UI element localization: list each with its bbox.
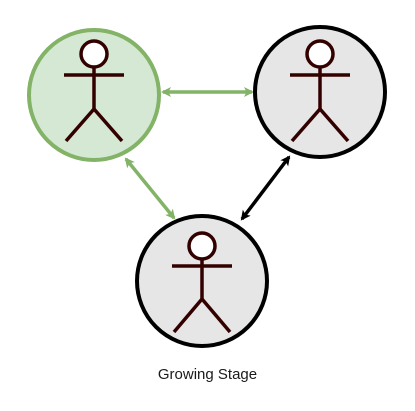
- node-person-bottom: [135, 214, 269, 348]
- diagram-caption: Growing Stage: [157, 366, 258, 383]
- person-icon: [172, 231, 232, 334]
- person-icon: [290, 39, 350, 143]
- arrow-right-bottom: [240, 155, 291, 221]
- arrow-left-bottom: [124, 157, 176, 220]
- person-icon: [64, 39, 124, 143]
- node-person-left: [27, 28, 161, 162]
- node-person-right: [253, 25, 387, 159]
